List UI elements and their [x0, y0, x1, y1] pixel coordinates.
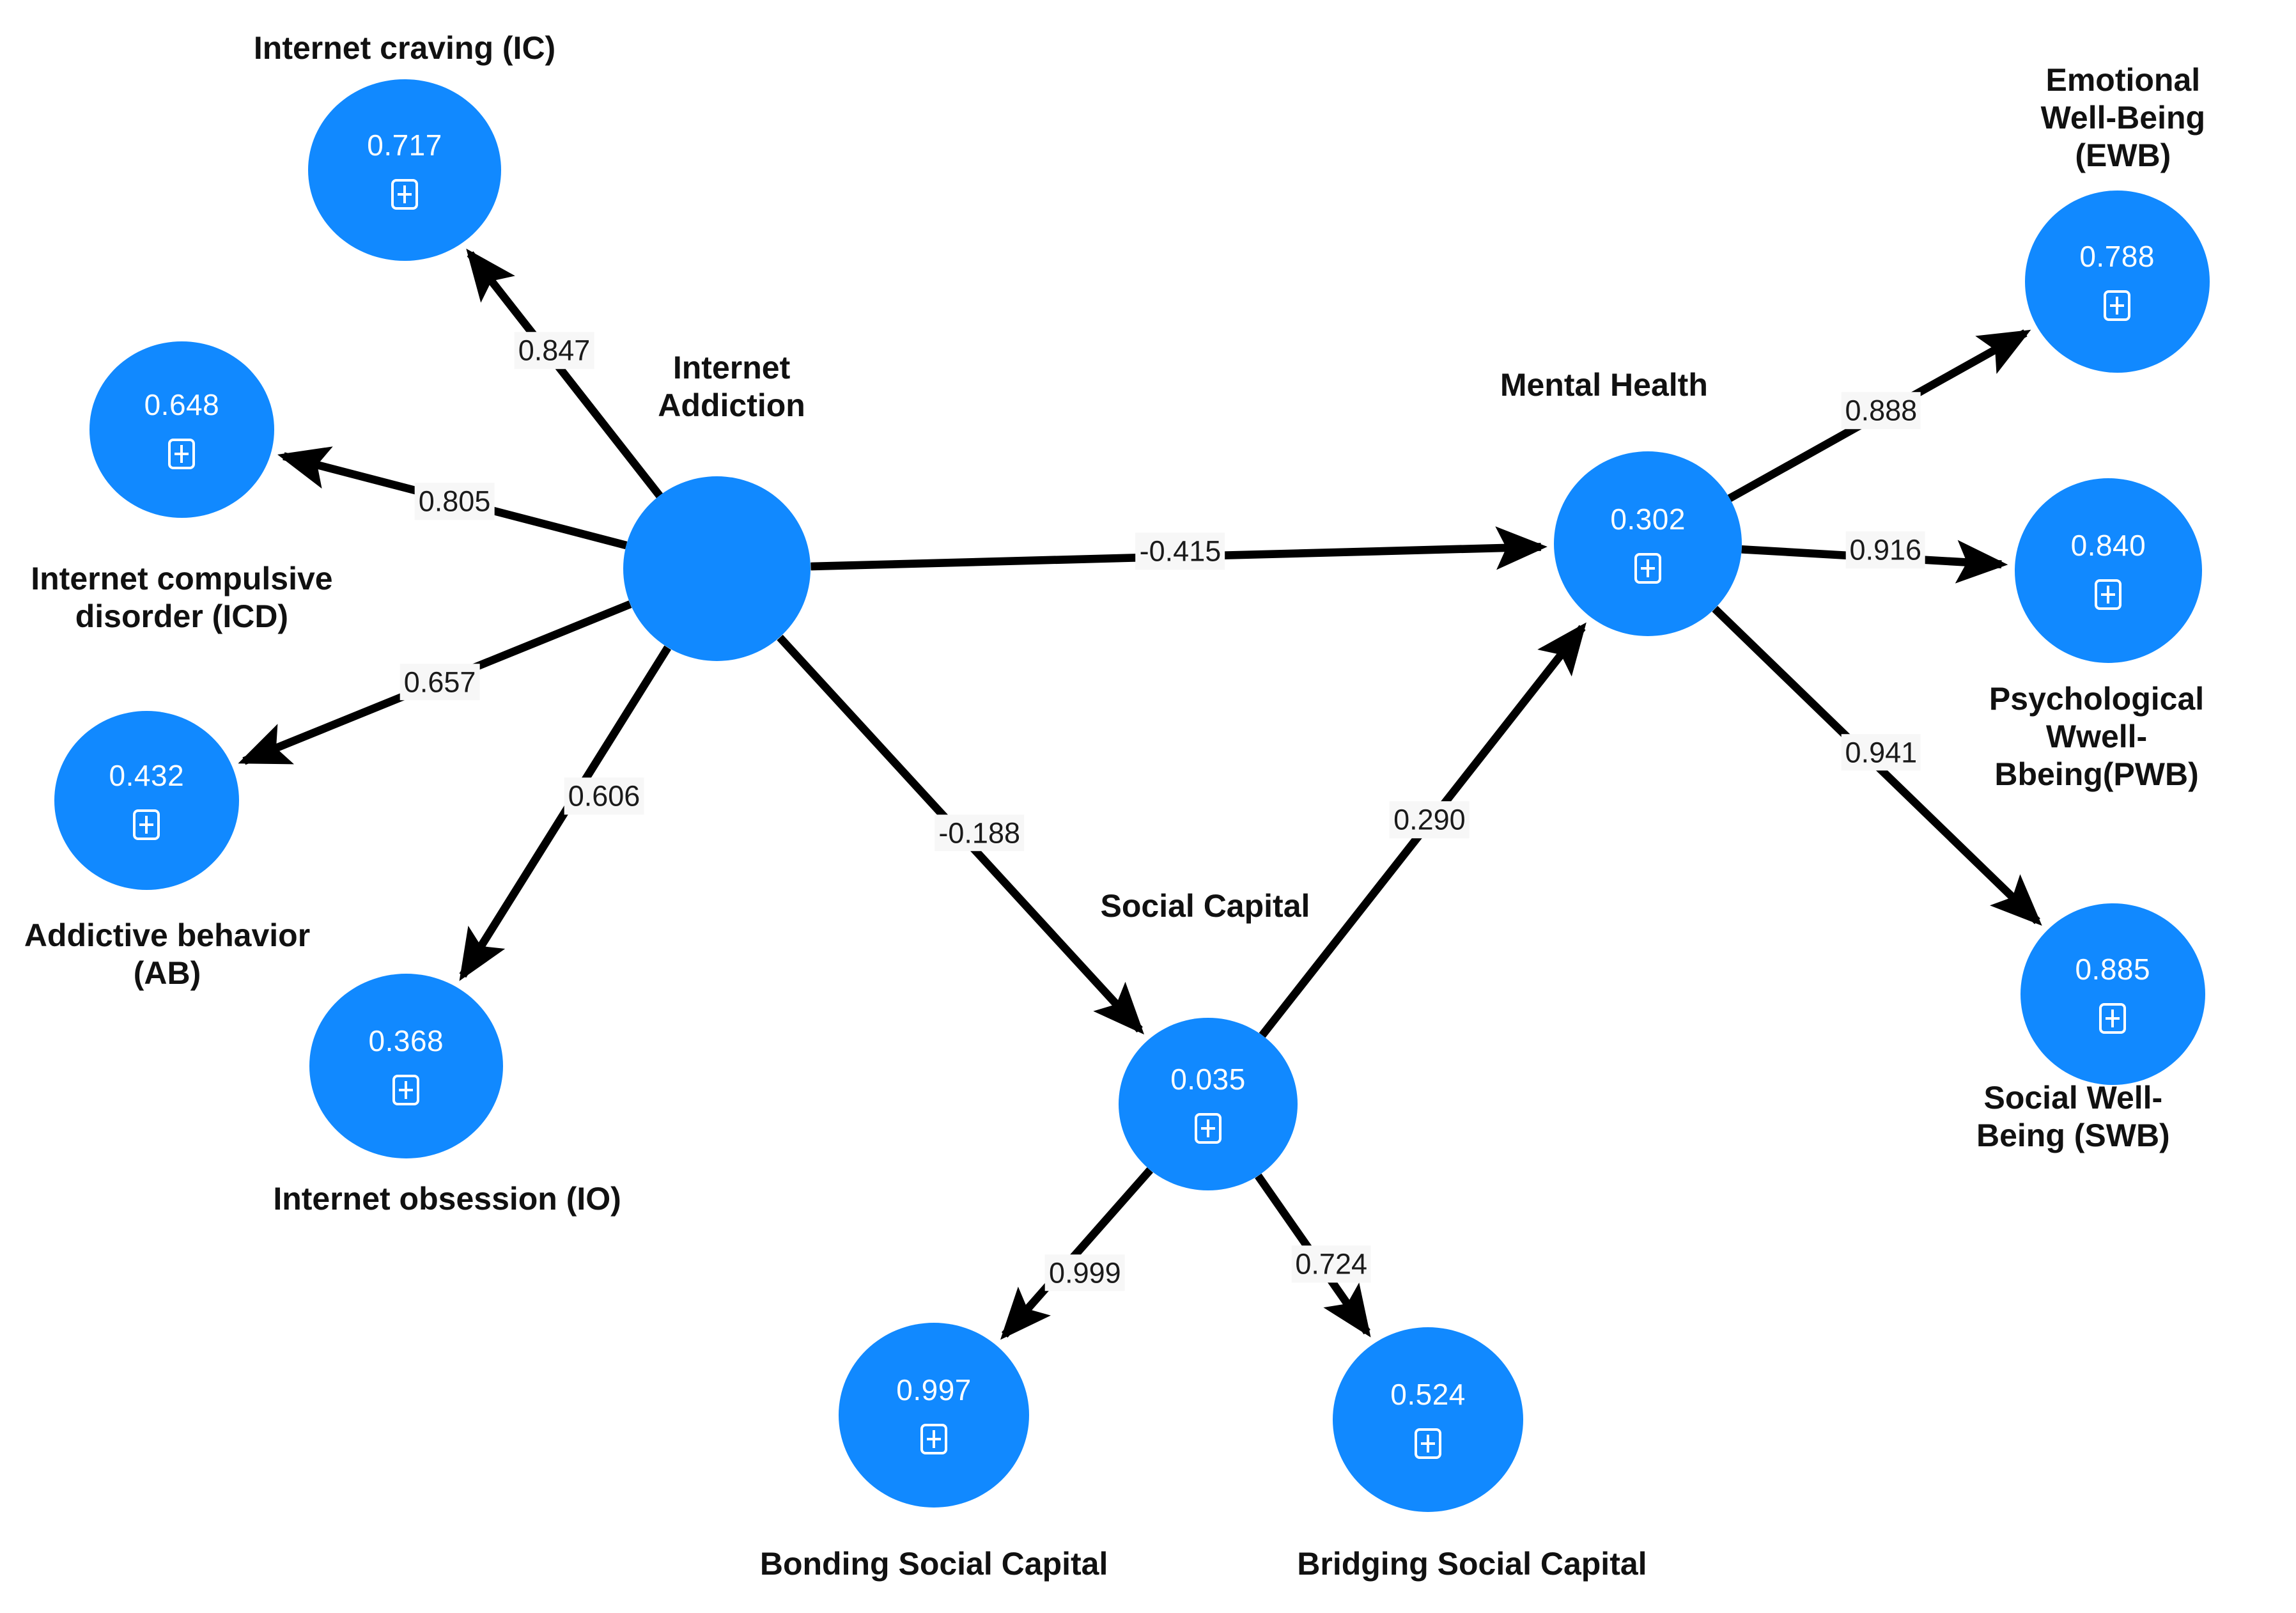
node-value: 0.788: [2079, 240, 2155, 274]
expand-plus-icon[interactable]: [391, 179, 419, 210]
edge-weight-mh-swb: 0.941: [1841, 733, 1921, 771]
node-emotional-well-being[interactable]: 0.788: [2024, 191, 2210, 373]
node-addictive-behavior[interactable]: 0.432: [54, 711, 239, 891]
expand-plus-icon[interactable]: [2099, 1003, 2127, 1034]
expand-plus-icon[interactable]: [392, 1075, 420, 1106]
node-label-psychological-well-being: Psychological Wwell- Bbeing(PWB): [1989, 681, 2205, 793]
edge-weight-mh-ewb: 0.888: [1841, 392, 1921, 429]
expand-plus-icon[interactable]: [1415, 1428, 1442, 1460]
node-value: 0.717: [367, 129, 442, 162]
edge-weight-ia-mh: -0.415: [1135, 533, 1225, 570]
edge-weight-mh-pwb: 0.916: [1845, 531, 1926, 568]
edge-weight-ia-icd: 0.805: [414, 483, 495, 520]
node-value: 0.035: [1170, 1063, 1246, 1096]
edge-weight-ia-ic: 0.847: [514, 332, 594, 369]
node-label-social-capital: Social Capital: [1100, 887, 1310, 924]
expand-plus-icon[interactable]: [168, 439, 196, 470]
node-internet-obsession[interactable]: 0.368: [309, 973, 503, 1158]
node-value: 0.368: [368, 1024, 444, 1058]
edge-weight-sc-bridging: 0.724: [1291, 1245, 1372, 1282]
edge-weight-sc-bonding: 0.999: [1045, 1254, 1125, 1291]
node-label-internet-addiction: Internet Addiction: [658, 349, 805, 423]
node-social-capital[interactable]: 0.035: [1119, 1017, 1298, 1191]
node-label-social-well-being: Social Well-Being (SWB): [1976, 1080, 2170, 1154]
expand-plus-icon[interactable]: [1195, 1113, 1222, 1144]
expand-plus-icon[interactable]: [2104, 290, 2131, 322]
edge-ia-ic: [466, 248, 663, 499]
expand-plus-icon[interactable]: [133, 809, 160, 841]
node-internet-compulsive-disorder[interactable]: 0.648: [89, 341, 274, 518]
node-value: 0.997: [896, 1373, 972, 1407]
node-label-internet-compulsive-disorder: Internet compulsive disorder (ICD): [31, 561, 333, 635]
node-value: 0.840: [2070, 529, 2146, 563]
node-label-internet-obsession: Internet obsession (IO): [273, 1181, 621, 1217]
expand-plus-icon[interactable]: [920, 1424, 948, 1455]
node-label-emotional-well-being: Emotional Well-Being (EWB): [2040, 62, 2206, 174]
node-bridging-social-capital[interactable]: 0.524: [1333, 1327, 1524, 1512]
edge-weight-sc-mh: 0.290: [1390, 801, 1470, 838]
node-label-internet-craving: Internet craving (IC): [253, 29, 556, 66]
node-value: 0.302: [1610, 502, 1686, 536]
node-label-bonding-social-capital: Bonding Social Capital: [759, 1546, 1108, 1582]
node-mental-health[interactable]: 0.302: [1554, 451, 1742, 637]
node-bonding-social-capital[interactable]: 0.997: [839, 1322, 1030, 1508]
node-value: 0.524: [1390, 1378, 1466, 1412]
node-value: 0.432: [109, 759, 185, 793]
edge-weight-ia-ab: 0.657: [399, 663, 480, 701]
node-internet-craving[interactable]: 0.717: [307, 79, 502, 261]
node-psychological-well-being[interactable]: 0.840: [2014, 478, 2203, 663]
edge-weight-ia-sc: -0.188: [935, 814, 1025, 852]
edge-weight-ia-io: 0.606: [564, 777, 644, 815]
node-label-addictive-behavior: Addictive behavior (AB): [24, 917, 311, 991]
node-value: 0.885: [2075, 953, 2151, 986]
expand-plus-icon[interactable]: [2095, 579, 2122, 611]
node-value: 0.648: [144, 388, 220, 422]
node-label-bridging-social-capital: Bridging Social Capital: [1297, 1546, 1647, 1582]
node-social-well-being[interactable]: 0.885: [2020, 903, 2205, 1086]
edge-sc-bonding: [1000, 1167, 1153, 1340]
node-internet-addiction[interactable]: [623, 476, 811, 662]
node-label-mental-health: Mental Health: [1500, 367, 1708, 403]
expand-plus-icon[interactable]: [1634, 552, 1662, 584]
